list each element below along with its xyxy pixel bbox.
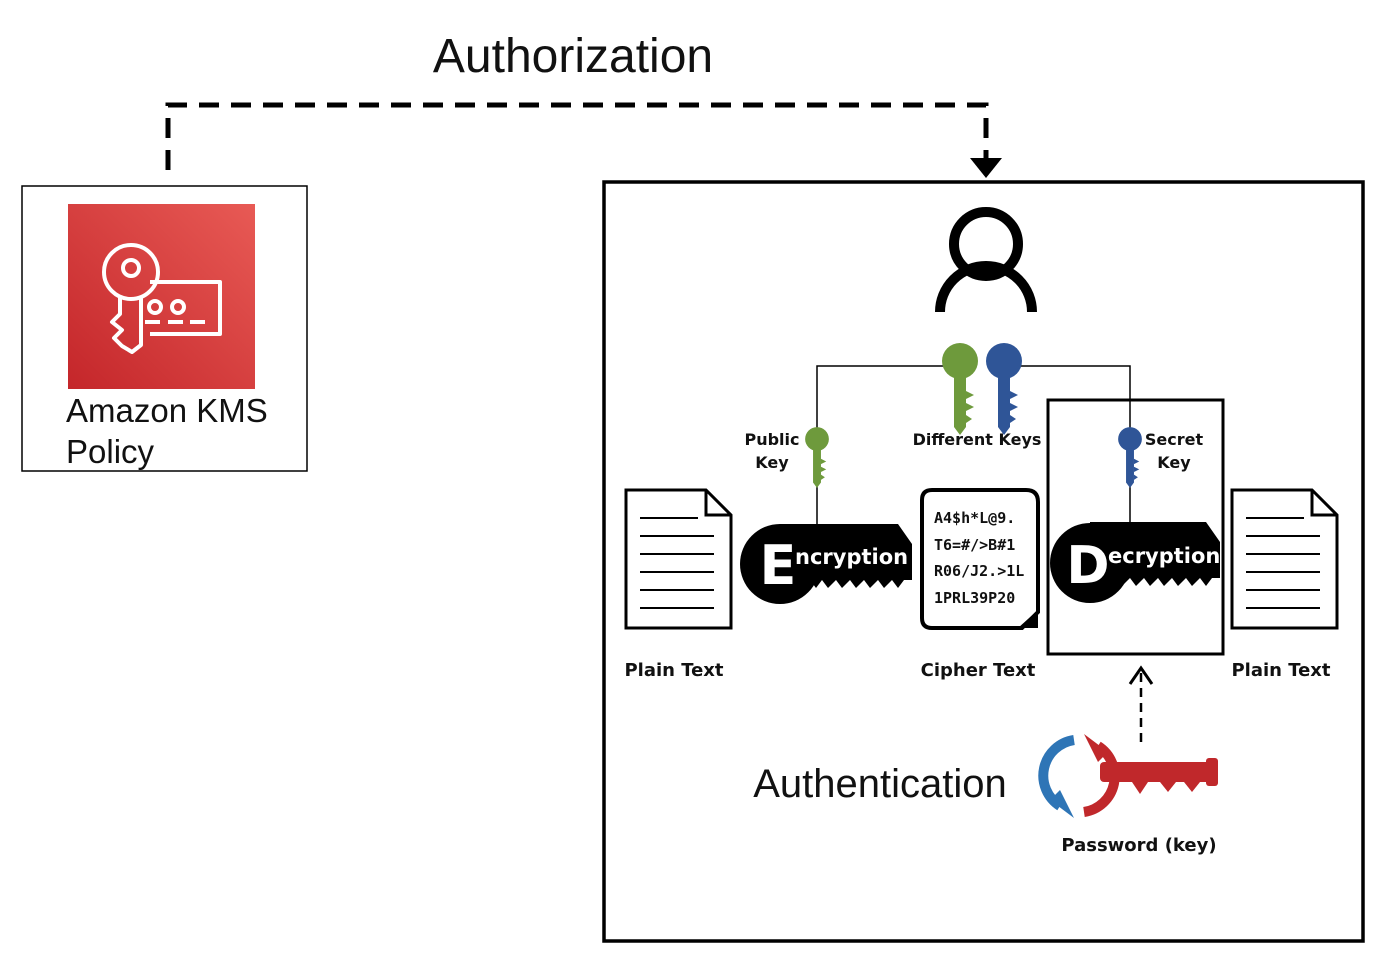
blue-key-icon: [986, 343, 1022, 435]
public-key-icon: [805, 427, 829, 488]
kms-policy-box: Amazon KMS Policy: [21, 185, 308, 472]
kms-label-line2: Policy: [66, 433, 155, 470]
decryption-highlight-box: [1046, 398, 1225, 656]
different-keys-label: Different Keys: [913, 430, 1042, 449]
encryption-panel: [602, 180, 1365, 943]
authorization-title: Authorization: [433, 30, 713, 83]
cipher-line-3: R06/J2.>1L: [934, 562, 1024, 580]
plain-text-left-label: Plain Text: [624, 660, 723, 681]
encryption-initial: E: [760, 534, 797, 597]
red-key-icon: [1100, 758, 1218, 794]
green-key-icon: [942, 343, 978, 435]
password-key-label: Password (key): [1061, 835, 1216, 856]
cycle-arrows-icon: [1038, 734, 1120, 818]
kms-label-line1: Amazon KMS: [66, 392, 268, 429]
plain-text-right-label: Plain Text: [1231, 660, 1330, 681]
kms-key-icon: [102, 243, 222, 354]
user-icon: [935, 207, 1037, 313]
encryption-key-shape-icon: [740, 524, 912, 604]
encryption-word: ncryption: [795, 545, 908, 569]
plain-text-right-document-icon: [1230, 488, 1339, 630]
cipher-line-4: 1PRL39P20: [934, 589, 1015, 607]
authorization-connector: [165, 102, 989, 172]
public-key-label-line1: Public: [744, 430, 799, 449]
secret-key-label-line2: Key: [1157, 453, 1191, 472]
authorization-arrowhead: [970, 158, 1002, 178]
cipher-line-2: T6=#/>B#1: [934, 536, 1015, 554]
public-key-label-line2: Key: [755, 453, 789, 472]
secret-key-label-line1: Secret: [1145, 430, 1204, 449]
plain-text-left-document-icon: [624, 488, 733, 630]
authentication-arrowhead: [1128, 665, 1154, 685]
decryption-initial: D: [1066, 536, 1109, 596]
decryption-word: ecryption: [1108, 544, 1220, 568]
cipher-document-icon: [920, 488, 1040, 630]
cipher-text-label: Cipher Text: [921, 660, 1036, 681]
cipher-line-1: A4$h*L@9.: [934, 509, 1015, 527]
authentication-title: Authentication: [753, 762, 1007, 806]
secret-key-icon: [1118, 427, 1142, 488]
kms-icon-background: [68, 204, 255, 389]
decryption-key-shape-icon: [1050, 522, 1220, 603]
